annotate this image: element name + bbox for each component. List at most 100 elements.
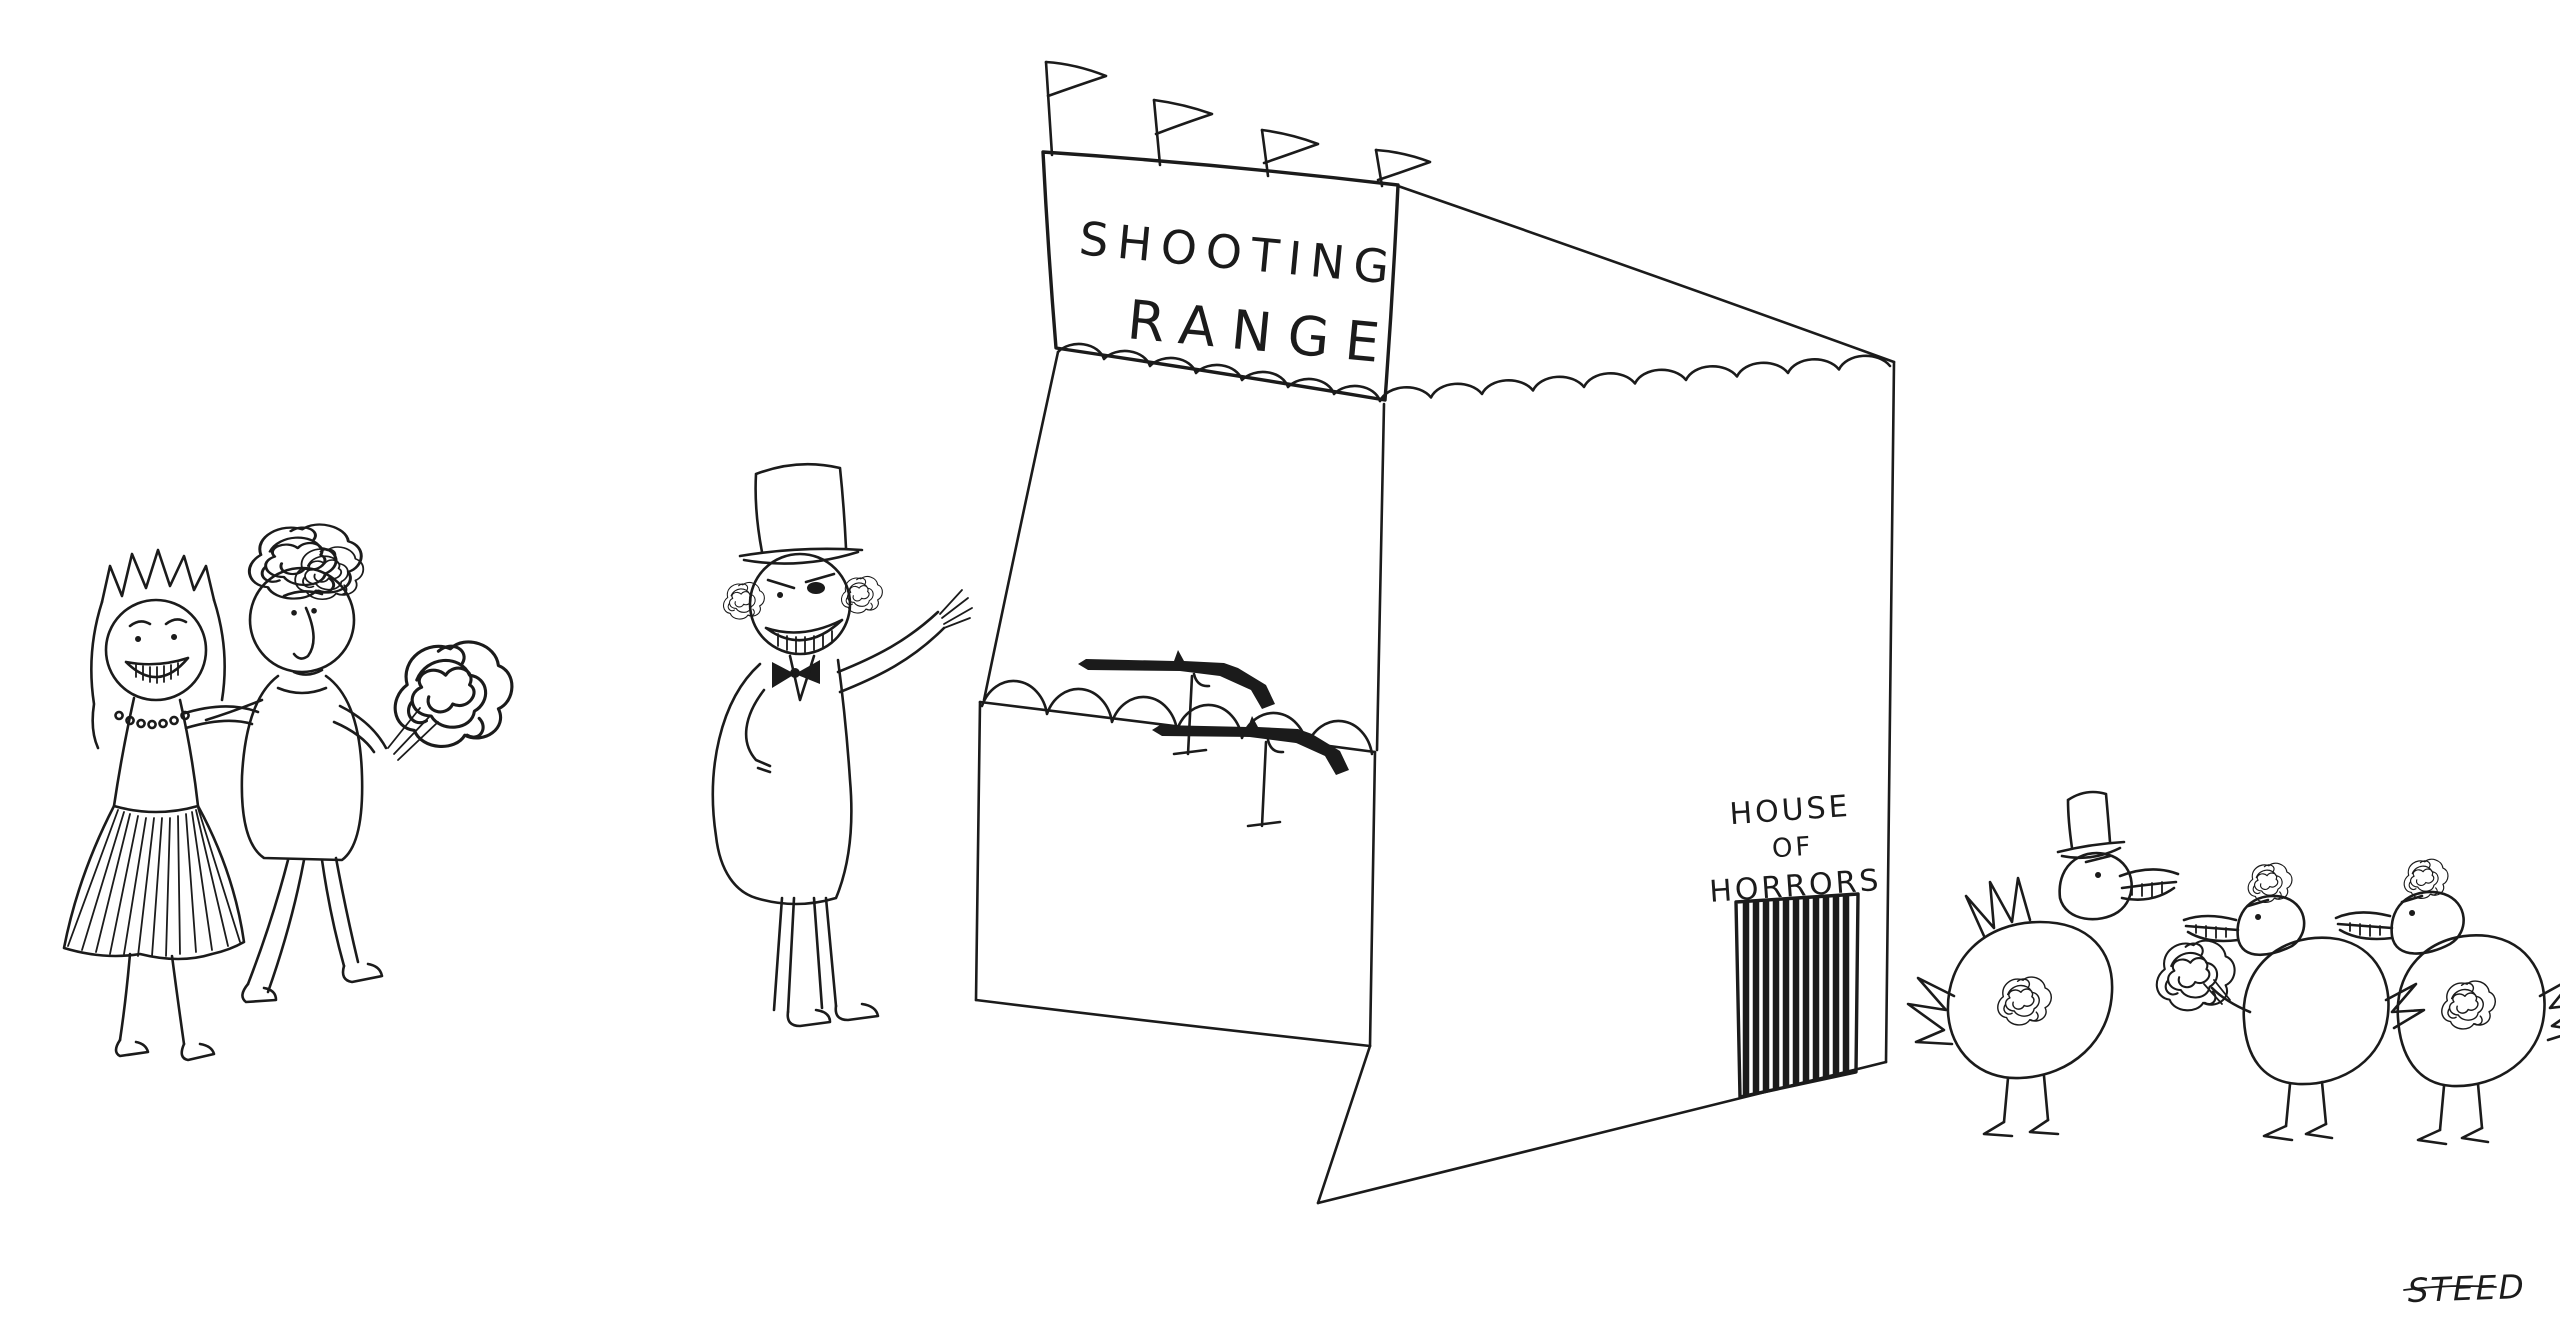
man-figure (204, 523, 514, 1004)
duck-a-teeth (2195, 924, 2227, 939)
signature-flourish (2403, 1285, 2497, 1291)
scalloped-trims (1056, 342, 1892, 403)
right-top-trim (1378, 354, 1892, 403)
duck-a-tail-feathers (2384, 982, 2426, 1030)
banner-border (1041, 150, 1400, 402)
barker-right-eye-patch (807, 582, 825, 594)
duck-a-feet (2262, 1122, 2334, 1142)
woman-skirt-fringe (67, 807, 241, 957)
barker-figure (711, 462, 973, 1028)
duck-hat-brim (2056, 840, 2126, 860)
woman-hair-spikes (100, 548, 216, 604)
front-left-support (982, 350, 1060, 702)
counter-left-edge (974, 700, 982, 1002)
man-face (248, 566, 356, 674)
house-sign-line-2: OF (1771, 832, 1814, 865)
door-frame (1734, 892, 1860, 1099)
rifle-1-mount-post (1172, 674, 1208, 756)
woman-bodice (112, 696, 200, 814)
man-hair-scribble (247, 523, 363, 601)
hat-duck-tail-feathers (1906, 976, 1956, 1046)
barker-legs (772, 896, 838, 1014)
barker-arm-extended (836, 610, 946, 694)
woman-eyes (135, 634, 178, 642)
hat-duck-top-hat (2056, 790, 2126, 860)
man-arm-linked (204, 698, 264, 722)
duck-pair (2155, 858, 2560, 1146)
hat-duck-beak-grin (2118, 868, 2180, 901)
front-bottom-corner-edge (1316, 1044, 1372, 1205)
man-eyes (291, 608, 317, 616)
house-of-horrors-door (1734, 892, 1860, 1099)
barker-shoes (786, 1002, 880, 1028)
duck-b-feet (2416, 1126, 2490, 1146)
hat-duck-head (2058, 851, 2133, 921)
duck-companion (2334, 858, 2560, 1146)
flag-pennant (1260, 128, 1320, 165)
flag-pennant (1044, 60, 1108, 98)
duck-b-legs (2438, 1082, 2484, 1132)
woman-legs (118, 952, 186, 1046)
woman-hair-strands (90, 598, 226, 750)
hat-crown (754, 462, 848, 554)
hat-duck-eye (2095, 872, 2102, 878)
banner-text-line-1: SHOOTING (1077, 211, 1401, 295)
bow-tie-left-wing (772, 662, 795, 688)
signature-text: STEED (2407, 1267, 2527, 1310)
flag-4 (1374, 148, 1432, 188)
hat-duck-feet (1982, 1118, 2060, 1138)
booth-frame (982, 184, 1896, 1205)
woman-grin-teeth (135, 662, 179, 684)
woman-arm-linked (180, 705, 260, 730)
duck-a-brow (2246, 898, 2270, 908)
hat-duck-teeth (2131, 881, 2163, 898)
back-right-corner-edge (1884, 360, 1896, 1064)
flag-pennant (1152, 98, 1214, 136)
rifle-2 (1150, 714, 1351, 777)
front-right-corner-post (1375, 402, 1386, 752)
rifle-1 (1076, 648, 1277, 711)
hat-duck-body (1946, 920, 2114, 1080)
man-sweater (240, 674, 364, 862)
duck-a-bouquet-scribble (2155, 939, 2236, 1012)
man-shoes (241, 962, 384, 1004)
barker-side-curl-left (722, 581, 765, 620)
bow-tie-right-wing (795, 660, 820, 684)
barker-side-curl-right (840, 575, 883, 614)
front-top-trim (1056, 342, 1382, 403)
duck-b-body (2396, 934, 2546, 1088)
duck-a-body (2242, 936, 2390, 1086)
flag-pennant (1374, 148, 1432, 182)
duck-a-bouquet-stems (2203, 979, 2231, 1005)
hat-brim (738, 547, 864, 565)
barker-left-eye (777, 592, 784, 598)
counter-bottom-edge (974, 998, 1372, 1048)
hat-duck-wing-scribble (1997, 976, 2053, 1026)
duck-b-eye (2409, 910, 2416, 916)
hat-duck-brow (2084, 854, 2112, 864)
rifle-2-mount-post (1246, 740, 1282, 828)
barker-top-hat (738, 462, 864, 565)
roof-back-edge (1396, 184, 1896, 364)
barker-face (748, 552, 852, 656)
duck-a-eye (2255, 914, 2262, 920)
duck-b-beak-grin (2334, 911, 2394, 941)
duck-with-bouquet (2155, 862, 2426, 1142)
door-bars (1742, 895, 1850, 1096)
barker-eyebrows (766, 572, 836, 590)
house-of-horrors-sign: HOUSE OF HORRORS (1708, 789, 1882, 910)
duck-with-top-hat (1906, 790, 2180, 1138)
woman-face (104, 598, 208, 702)
duck-hat-crown (2066, 790, 2112, 850)
duck-b-teeth (2349, 922, 2381, 937)
hat-duck-wing-crest (1964, 876, 2032, 938)
artist-signature: STEED (2403, 1267, 2527, 1310)
duck-a-wing (2210, 986, 2252, 1014)
man-nose (292, 606, 315, 660)
man-arm-to-bouquet (332, 704, 388, 754)
barker-arm-bent (744, 688, 772, 774)
flag-2 (1152, 98, 1214, 167)
duck-b-wing-scribble (2441, 980, 2497, 1030)
woman-necklace (114, 710, 190, 730)
